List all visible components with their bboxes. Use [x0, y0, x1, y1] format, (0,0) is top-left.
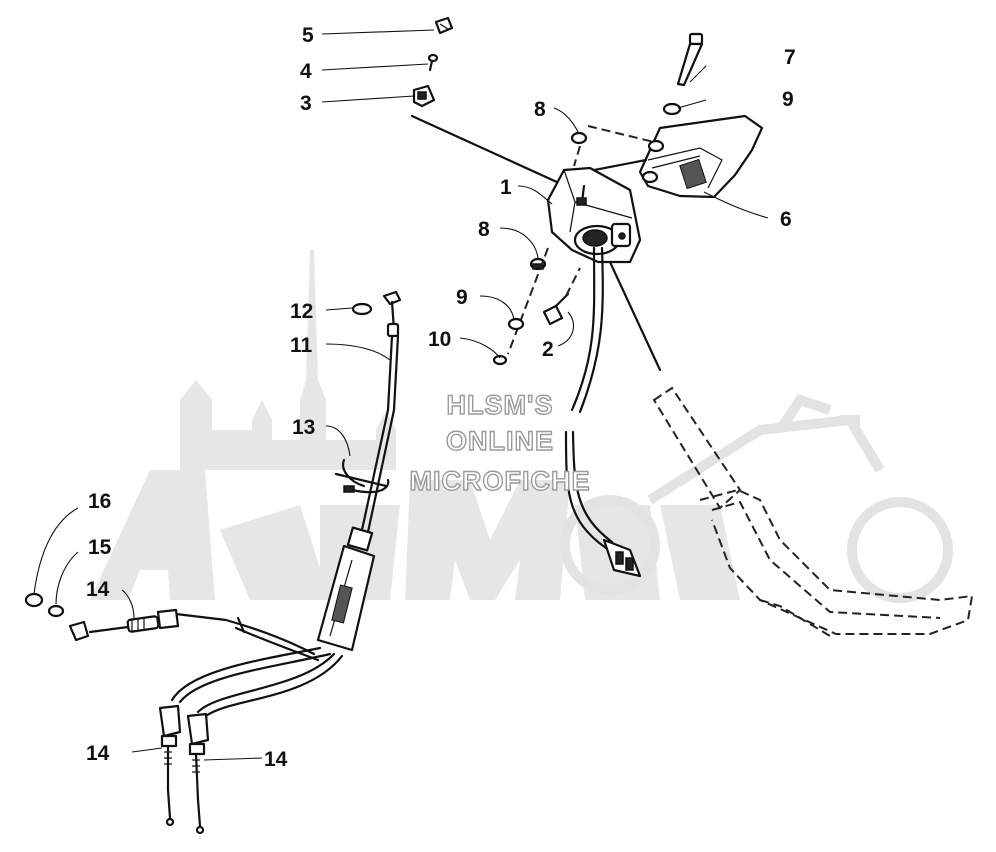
- part-5-cap: [434, 16, 454, 35]
- part-6-switch-cover: [638, 114, 764, 199]
- switch-wire-harness-inner: [578, 246, 604, 414]
- callout-7: 7: [784, 46, 796, 69]
- wire-connector: [602, 538, 642, 578]
- callout-13: 13: [292, 416, 315, 439]
- callout-11: 11: [290, 334, 313, 357]
- callout-1: 1: [500, 176, 512, 199]
- callout-8-lower: 8: [478, 218, 490, 241]
- callout-leaders: [33, 29, 769, 761]
- handlebar-line: [608, 260, 662, 372]
- callout-14-lower-left: 14: [86, 742, 110, 765]
- callout-9-lower: 9: [456, 286, 468, 309]
- side-cable-inner: [234, 626, 320, 662]
- callout-2: 2: [542, 338, 554, 361]
- part-10-washer: [492, 354, 508, 366]
- watermark-brand-letters: [90, 470, 740, 600]
- connector-line-3-1: [410, 114, 572, 190]
- part-13-cable-tie: [334, 458, 390, 494]
- watermark-background: [90, 250, 953, 603]
- watermark-motorcycle: [560, 394, 953, 603]
- lower-wire: [564, 430, 608, 550]
- lower-cable-right: [196, 652, 336, 714]
- callout-5: 5: [302, 24, 314, 47]
- assembly-line-clamp: [587, 125, 655, 143]
- callout-16: 16: [88, 490, 111, 513]
- part-12-cable-end: [351, 290, 402, 338]
- callout-3: 3: [300, 92, 312, 115]
- part-1-switch-housing: [546, 166, 642, 264]
- part-3-clip: [412, 84, 436, 108]
- callout-6: 6: [780, 208, 792, 231]
- callout-labels: 5 4 3 7 9 8 1 6 8 9 10 2 12 11 13 16 15 …: [86, 24, 796, 771]
- lower-wire-inner: [571, 430, 614, 544]
- part-14-adjuster-lower-left: [158, 704, 182, 827]
- part-9-washer-top: [662, 102, 682, 116]
- assembly-line-screw: [565, 267, 581, 297]
- cable-splitter-body: [316, 526, 376, 652]
- part-8-nut-top: [570, 131, 588, 145]
- watermark-line-3: MICROFICHE: [410, 466, 591, 496]
- lower-cable-right-inner: [204, 654, 344, 718]
- watermark-text: HLSM'S ONLINE MICROFICHE: [409, 389, 591, 496]
- callout-14-lower-right: 14: [264, 748, 288, 771]
- part-14-adjuster-side: [68, 608, 180, 642]
- callout-10: 10: [428, 328, 451, 351]
- watermark-line-1: HLSM'S: [447, 390, 554, 420]
- callout-4: 4: [300, 60, 312, 83]
- callout-12: 12: [290, 300, 313, 323]
- part-14-adjuster-lower-right: [186, 712, 210, 835]
- lower-cable-left-inner: [178, 652, 332, 704]
- callout-14-side: 14: [86, 578, 110, 601]
- callout-8-top: 8: [534, 98, 546, 121]
- callout-9-top: 9: [782, 88, 794, 111]
- assembly-line-lower: [507, 247, 549, 355]
- assembly-line-8-top: [573, 145, 581, 167]
- callout-15: 15: [88, 536, 112, 559]
- handlebar-grip-outline: [652, 386, 974, 637]
- side-cable: [174, 612, 316, 656]
- switch-wire-harness: [570, 246, 596, 412]
- part-15-washer: [47, 604, 65, 618]
- part-16-nut: [24, 592, 44, 608]
- watermark-skyline: [180, 250, 396, 470]
- watermark-line-2: ONLINE: [446, 426, 554, 456]
- part-2-screw: [542, 292, 570, 326]
- part-9-washer-lower: [507, 317, 525, 331]
- part-4-screw: [427, 53, 439, 72]
- part-7-bolt: [676, 32, 704, 87]
